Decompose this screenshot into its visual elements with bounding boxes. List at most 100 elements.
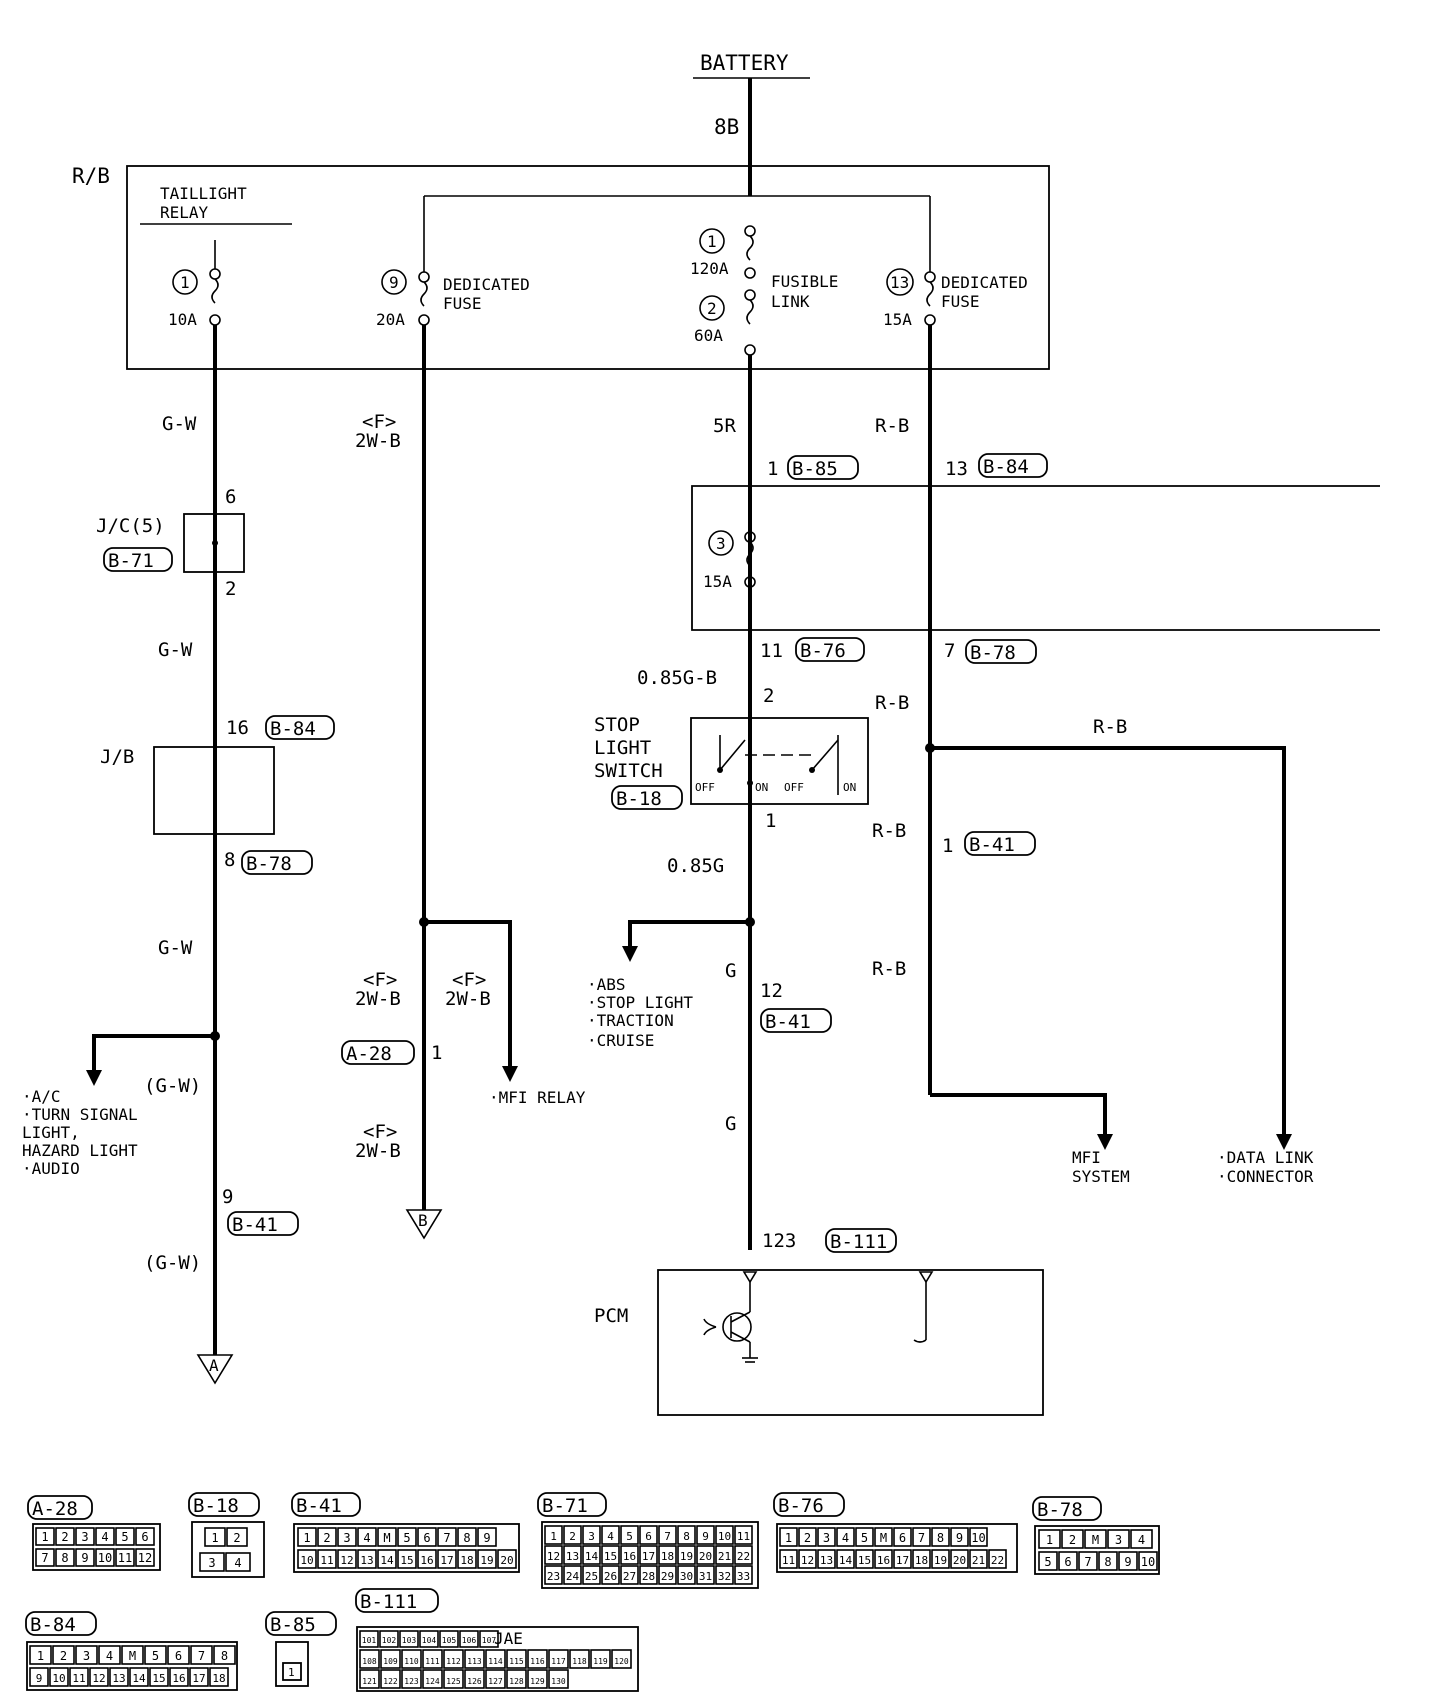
connector-pin-number: 9 [36, 1672, 43, 1685]
connector-pin-number: 110 [404, 1657, 419, 1666]
connector-pin-cell [855, 1549, 874, 1569]
pin-7: 7 [944, 640, 955, 662]
fuse-9-amp: 20A [376, 310, 405, 329]
ground-a-symbol: A [196, 1354, 234, 1385]
connector-pin-number: 33 [737, 1570, 750, 1583]
wire-gw-paren-1: (G-W) [144, 1075, 201, 1097]
connector-pin-cell [563, 1545, 582, 1565]
connector-pin-cell [497, 1549, 517, 1569]
connector-pin-number: 12 [547, 1550, 560, 1563]
connector-pin-cell [115, 1527, 135, 1546]
connector-pin-number: M [1092, 1533, 1099, 1547]
connector-pin-cell [677, 1565, 696, 1585]
connector-pin-number: 113 [467, 1657, 482, 1666]
connector-pin-cell [29, 1667, 49, 1687]
connector-pin-cell [969, 1527, 988, 1547]
ac-group-destinations: ·A/C ·TURN SIGNAL LIGHT, HAZARD LIGHT ·A… [22, 1087, 138, 1178]
connector-pin-cell [357, 1549, 377, 1569]
connector-pin-cell [225, 1552, 251, 1572]
connector-pin-cell [419, 1630, 439, 1648]
connector-pin-number: 11 [320, 1554, 333, 1567]
connector-pin-cell [582, 1565, 601, 1585]
connector-pin-cell [477, 1549, 497, 1569]
connector-pin-number: 126 [467, 1677, 482, 1686]
connector-b41-tag-center: B-41 [765, 1011, 811, 1033]
connector-pin-number: 117 [551, 1657, 566, 1666]
connector-pin-cell [397, 1549, 417, 1569]
wire-gw-1: G-W [162, 413, 197, 435]
wire-gw-2: G-W [158, 639, 193, 661]
connector-pin-cell [988, 1549, 1007, 1569]
switch-on-1: ON [755, 781, 768, 794]
connector-pin-number: 124 [425, 1677, 440, 1686]
stop-light-switch: STOP LIGHT SWITCH B-18 OFF ON OFF ON [594, 714, 869, 810]
wire-2wb-3: 2W-B [445, 988, 491, 1010]
connector-pin-cell [639, 1525, 658, 1545]
relay-box-label: R/B [72, 164, 110, 188]
connector-view-b85-label: B-85 [270, 1614, 316, 1636]
connector-pin-cell [1038, 1529, 1061, 1549]
connector-pin-cell [611, 1649, 632, 1669]
connector-pin-cell [874, 1549, 893, 1569]
connector-pin-cell [167, 1645, 190, 1665]
connector-pin-number: 1 [211, 1531, 218, 1545]
connector-pin-number: 8 [683, 1530, 690, 1543]
connector-pin-number: 7 [198, 1649, 205, 1663]
connector-pin-number: 6 [1064, 1555, 1071, 1569]
connector-pin-cell [1098, 1551, 1118, 1571]
connector-pin-number: 19 [680, 1550, 693, 1563]
connector-pin-cell [1107, 1529, 1130, 1549]
connector-pin-cell [437, 1527, 457, 1547]
connector-pin-cell [464, 1669, 485, 1689]
connector-pin-number: 3 [81, 1530, 88, 1544]
connector-pin-number: 11 [72, 1672, 85, 1685]
taillight-relay: TAILLIGHT RELAY [140, 184, 292, 225]
connector-pin-cell [677, 1545, 696, 1565]
connector-pin-number: 112 [446, 1657, 461, 1666]
connector-pin-cell [1118, 1551, 1138, 1571]
connector-pin-number: 9 [483, 1531, 490, 1545]
wire-085gb: 0.85G-B [637, 667, 717, 689]
connector-pin-number: 27 [623, 1570, 636, 1583]
connector-pin-number: 20 [500, 1554, 513, 1567]
connector-pin-number: 7 [918, 1531, 925, 1545]
connector-pin-number: 125 [446, 1677, 461, 1686]
dest-mfi-system-2: SYSTEM [1072, 1167, 1130, 1186]
connector-pin-number: 5 [121, 1530, 128, 1544]
connector-pin-number: 3 [823, 1531, 830, 1545]
connector-pin-number: M [880, 1531, 887, 1545]
connector-pin-number: 32 [718, 1570, 731, 1583]
stop-light-switch-line2: LIGHT [594, 737, 651, 759]
connector-b85-tag: B-85 [792, 458, 838, 480]
connector-pin-number: 29 [661, 1570, 674, 1583]
connector-pin-number: 11 [782, 1554, 795, 1567]
fuse-3-15a: 3 15A [703, 530, 756, 591]
fuse-13-15a: 13 15A DEDICATED FUSE [883, 268, 1028, 329]
connector-pin-cell [399, 1630, 419, 1648]
connector-pin-cell [836, 1549, 855, 1569]
connector-pin-number: 8 [937, 1531, 944, 1545]
connector-pin-number: 14 [585, 1550, 599, 1563]
connector-pin-number: 114 [488, 1657, 503, 1666]
connector-pin-number: 4 [106, 1649, 113, 1663]
connector-pin-number: 2 [1069, 1533, 1076, 1547]
connector-pin-number: 2 [569, 1530, 576, 1543]
connector-pin-number: 9 [956, 1531, 963, 1545]
connector-pin-cell [213, 1645, 236, 1665]
connector-pin-number: 105 [442, 1636, 457, 1645]
connector-pin-cell [397, 1527, 417, 1547]
connector-pin-number: 4 [363, 1531, 370, 1545]
connector-pin-number: 10 [718, 1530, 731, 1543]
connector-pin-number: 106 [462, 1636, 477, 1645]
connector-pin-cell [377, 1549, 397, 1569]
connector-pin-cell [779, 1549, 798, 1569]
wire-g-2: G [725, 1113, 736, 1135]
connector-pin-number: 121 [362, 1677, 377, 1686]
connector-pin-number: 22 [737, 1550, 750, 1563]
fuse-number-circle [172, 269, 198, 295]
connector-pin-cell [55, 1527, 75, 1546]
connector-pin-number: M [129, 1649, 136, 1663]
connector-pin-cell [75, 1645, 98, 1665]
